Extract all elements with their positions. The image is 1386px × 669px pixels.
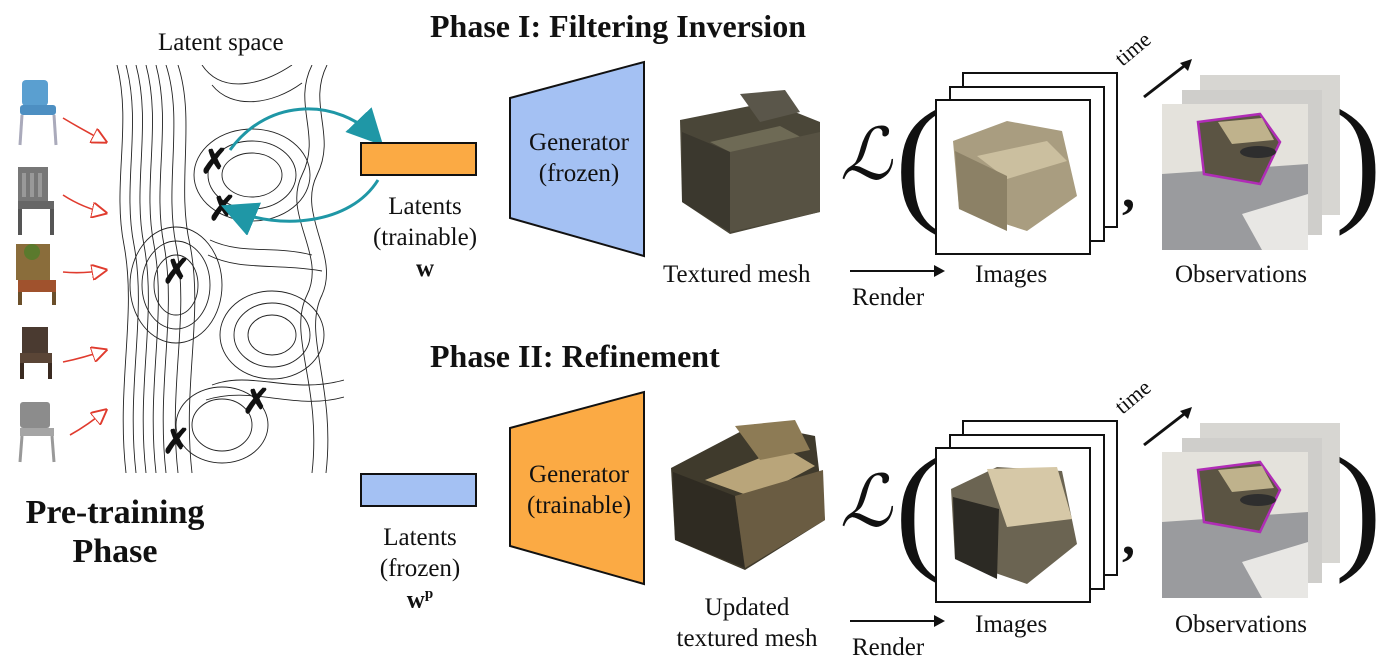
phase2-generator-line1: Generator [529, 461, 629, 488]
phase1-rendered-armchair-icon [953, 121, 1077, 231]
phase1-loss-symbol: ℒ [840, 112, 892, 196]
phase1-time-arrow-icon [1143, 59, 1192, 99]
phase2-images-label: Images [975, 611, 1048, 638]
arrow-icon [62, 117, 106, 436]
phase1-open-paren: ( [895, 82, 942, 237]
pretraining-title-line1: Pre-training [25, 494, 205, 531]
phase1-comma: , [1122, 162, 1135, 219]
chair-thumbnails [16, 80, 58, 463]
phase2-render-label: Render [852, 634, 925, 661]
phase1-generator-line2: (frozen) [538, 160, 620, 187]
pretraining-phase-title: Pre-training Phase [15, 493, 215, 571]
phase2-title: Phase II: Refinement [430, 338, 720, 374]
phase2-observation-scene-icon [1162, 452, 1308, 598]
phase1-latents-box [360, 142, 477, 176]
phase2-latents-label: Latents (frozen) wp [360, 525, 480, 612]
arrow-icon [220, 179, 380, 235]
phase2-latents-line1: Latents [383, 524, 457, 551]
phase2-close-paren: ) [1335, 430, 1382, 585]
phase2-generator-label: Generator (trainable) [514, 462, 644, 518]
phase2-mesh-line1: Updated [704, 594, 790, 621]
phase2-mesh-label: Updated textured mesh [662, 595, 832, 651]
phase2-armchair-mesh-icon [671, 420, 825, 570]
phase1-close-paren: ) [1335, 82, 1382, 237]
phase1-armchair-mesh-icon [680, 90, 820, 234]
phase2-loss-symbol: ℒ [840, 459, 892, 543]
phase1-latents-line1: Latents [388, 193, 462, 220]
phase1-generator-trapezoid [509, 60, 645, 258]
phase1-generator-label: Generator (frozen) [514, 130, 644, 186]
phase2-observation-front [1162, 452, 1308, 598]
phase2-open-paren: ( [895, 430, 942, 585]
phase1-render-arrow-icon [850, 265, 945, 277]
phase2-time-arrow-icon [1143, 407, 1192, 447]
chair-thumbnail-icon [18, 80, 58, 146]
phase1-latents-label: Latents (trainable) w [360, 194, 490, 281]
chair-thumbnail-icon [16, 244, 56, 305]
phase1-image-stack-front [935, 99, 1091, 255]
phase1-generator-line1: Generator [529, 129, 629, 156]
phase2-latents-symbol: w [406, 586, 425, 614]
phase1-title: Phase I: Filtering Inversion [430, 8, 806, 44]
chair-thumbnail-icon [18, 167, 54, 235]
x-mark-icon: ✗ [162, 424, 191, 461]
pretraining-title-line2: Phase [72, 533, 158, 571]
phase1-observation-scene-icon [1162, 104, 1308, 250]
phase2-observations-label: Observations [1175, 611, 1307, 638]
phase1-latents-symbol: w [415, 255, 435, 282]
red-arrows [62, 117, 118, 436]
arrow-icon [228, 107, 384, 151]
phase2-rendered-armchair-icon [951, 467, 1077, 584]
phase1-latents-line2: (trainable) [372, 224, 478, 251]
phase2-generator-trapezoid [509, 390, 645, 586]
phase2-render-arrow-icon [850, 615, 945, 627]
phase1-render-label: Render [852, 284, 925, 311]
phase1-observation-front [1162, 104, 1308, 250]
x-mark-icon: ✗ [242, 384, 271, 421]
chair-thumbnail-icon [18, 402, 56, 463]
chair-thumbnail-icon [20, 327, 52, 379]
phase2-latents-box [360, 473, 477, 507]
phase2-image-stack-front [935, 447, 1091, 603]
phase2-comma: , [1122, 509, 1135, 566]
phase2-latents-symbol-wrap: wp [360, 586, 480, 614]
teal-arrows [220, 107, 384, 235]
x-mark-icon: ✗ [200, 144, 229, 181]
x-mark-icon: ✗ [162, 254, 191, 291]
phase2-mesh-line2: textured mesh [676, 625, 818, 652]
latent-space-label: Latent space [158, 29, 284, 56]
phase1-images-label: Images [975, 261, 1048, 288]
phase2-latents-superscript: p [424, 586, 434, 602]
phase1-mesh-label: Textured mesh [663, 261, 811, 288]
phase1-observations-label: Observations [1175, 261, 1307, 288]
phase2-generator-line2: (trainable) [526, 492, 632, 519]
phase2-latents-line2: (frozen) [379, 555, 461, 582]
